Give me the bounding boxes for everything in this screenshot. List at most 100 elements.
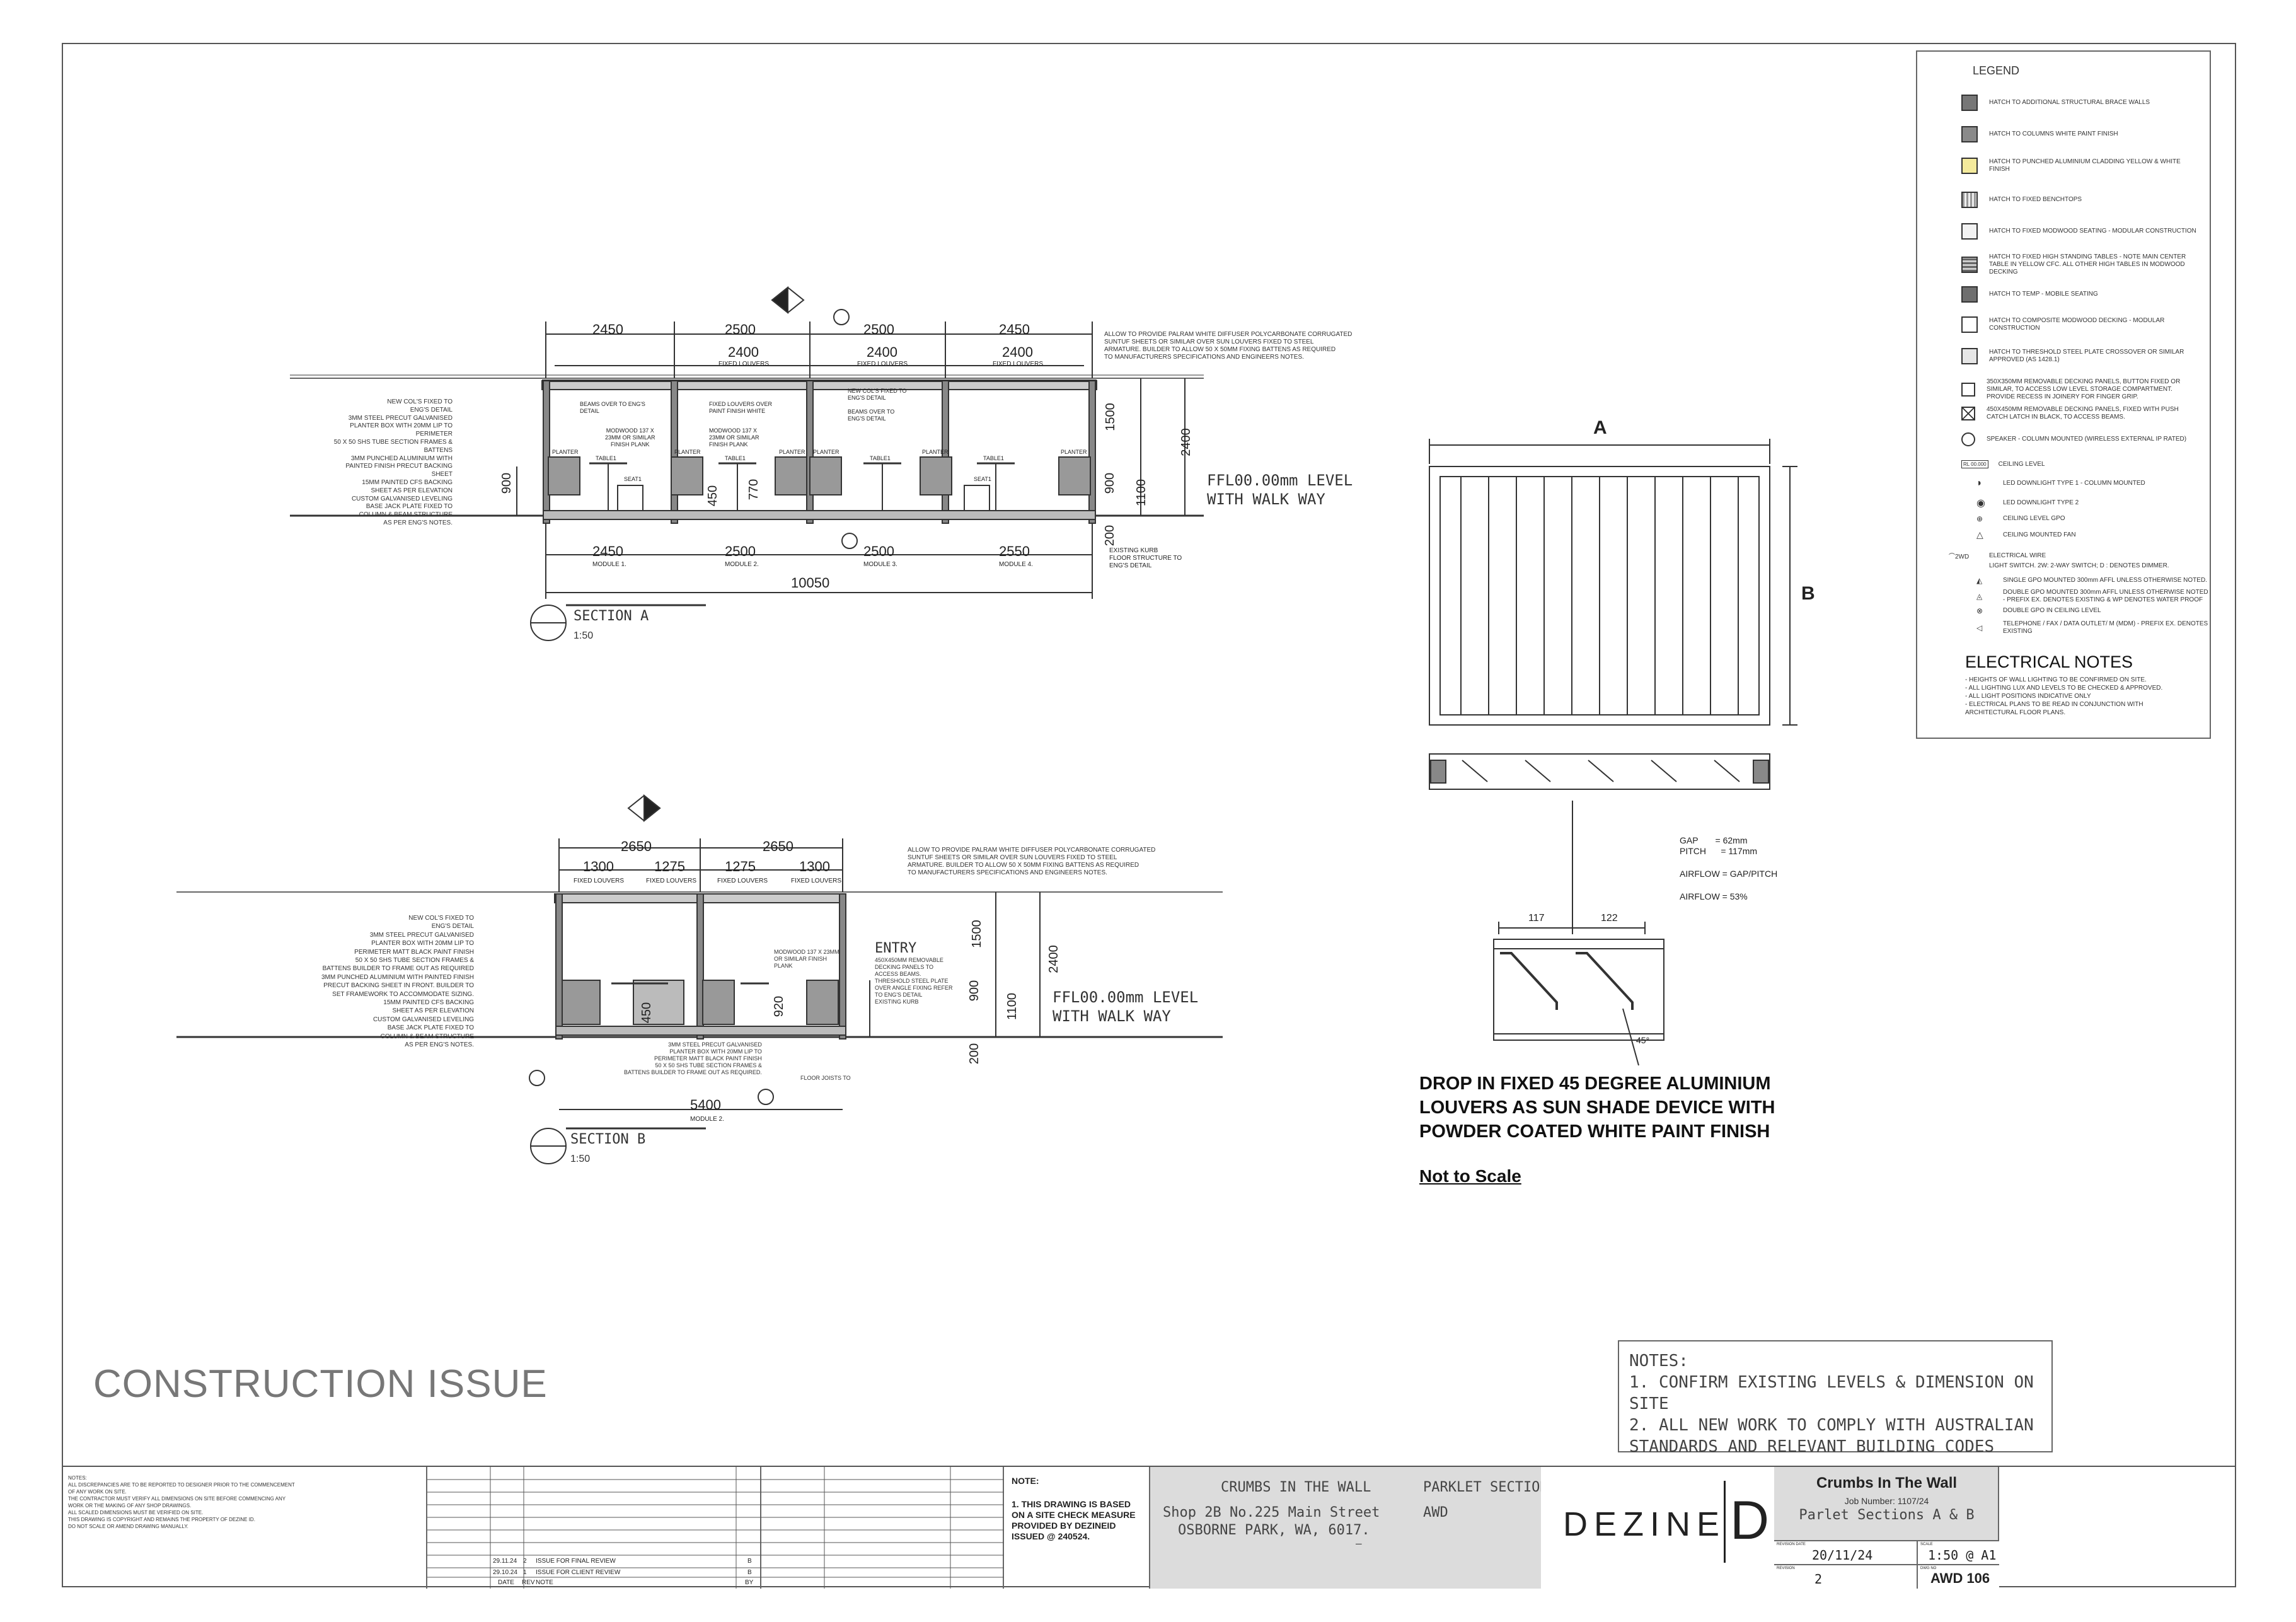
dwg-label: DWG NO xyxy=(1920,1567,1937,1570)
rev-value: 2 xyxy=(1814,1572,1823,1587)
section-a-planter-5: PLANTER xyxy=(922,449,949,455)
rev-header-note: NOTE xyxy=(536,1579,553,1586)
note-line: NOTES: xyxy=(68,1475,87,1481)
note-line: ENG'S DETAIL xyxy=(1109,562,1152,569)
double-gpo-icon: ◬ xyxy=(1976,592,1983,601)
section-b-louver-3: 1275 xyxy=(725,859,756,874)
legend-text: DOUBLE GPO IN CEILING LEVEL xyxy=(2003,607,2101,614)
construction-issue-stamp: CONSTRUCTION ISSUE xyxy=(93,1362,548,1406)
note-line: NEW COL'S FIXED TO xyxy=(848,388,907,394)
ceiling-gpo-icon: ⊕ xyxy=(1976,514,1983,523)
scale-cell: SCALE 1:50 @ A1 xyxy=(1918,1540,1999,1564)
note-line: 3MM STEEL PRECUT GALVANISED xyxy=(369,931,474,939)
note-line: PRECUT BACKING SHEET IN FRONT. BUILDER T… xyxy=(323,982,474,990)
section-a-table-2: TABLE1 xyxy=(725,455,746,461)
section-a-table-1: TABLE1 xyxy=(596,455,616,461)
note-line: PLANTER BOX WITH 20MM LIP TO xyxy=(669,1048,762,1055)
note-line: SHEET xyxy=(431,471,453,478)
blank-grid xyxy=(761,1467,1004,1589)
speaker-icon xyxy=(1961,432,1975,446)
note-line: BASE JACK PLATE FIXED TO xyxy=(387,1024,474,1032)
drawing-code: AWD xyxy=(1423,1505,1448,1521)
section-a-planter-3: PLANTER xyxy=(779,449,805,455)
note-line: THE CONTRACTOR MUST VERIFY ALL DIMENSION… xyxy=(68,1496,286,1509)
legend-item: 450X450MM REMOVABLE DECKING PANELS, FIXE… xyxy=(1961,406,2195,421)
note-line: PLANTER BOX WITH 20MM LIP TO xyxy=(350,422,453,430)
removable-panel-icon xyxy=(1961,383,1975,397)
revision-table: 29.11.24 2 ISSUE FOR FINAL REVIEW B 29.1… xyxy=(427,1467,761,1589)
legend-symbol: ⊕CEILING LEVEL GPO xyxy=(1976,514,2211,523)
note-line: 50 X 50 SHS TUBE SECTION FRAMES & xyxy=(333,438,453,446)
legend-swatch xyxy=(1961,126,1978,142)
note-line: PERIMETER xyxy=(415,431,453,438)
note-line: THRESHOLD STEEL PLATE xyxy=(875,978,949,984)
section-a-module-3: MODULE 3. xyxy=(863,561,897,568)
address-line-2: OSBORNE PARK, WA, 6017. xyxy=(1178,1522,1370,1538)
section-a-total: 10050 xyxy=(791,575,830,591)
section-a-dim-top-2: 2500 xyxy=(725,322,756,337)
note-line: ENG'S DETAIL xyxy=(848,415,886,422)
note-line: TO ENG'S DETAIL xyxy=(875,992,923,998)
legend-item: HATCH TO PUNCHED ALUMINIUM CLADDING YELL… xyxy=(1961,158,2197,174)
legend-swatch xyxy=(1961,95,1978,111)
scale-label: SCALE xyxy=(1920,1543,1933,1546)
louver-pitch: PITCH = 117mm xyxy=(1680,846,1758,856)
louver-angle: 45° xyxy=(1636,1035,1650,1045)
legend-swatch xyxy=(1961,192,1978,208)
note-body: 1. THIS DRAWING IS BASED ON A SITE CHECK… xyxy=(1012,1499,1136,1541)
note-line: BATTENS xyxy=(424,446,453,454)
note-line: SHEET AS PER ELEVATION xyxy=(392,1007,475,1015)
dwg-cell: DWG NO AWD 106 xyxy=(1918,1564,1999,1589)
section-a-dim-bottom-1: 2450 xyxy=(592,543,623,559)
date-label: REVISION DATE xyxy=(1777,1543,1806,1546)
section-b-louver-2: 1275 xyxy=(654,859,685,874)
note-line: 3MM STEEL PRECUT GALVANISED xyxy=(668,1041,762,1048)
louver-drop-text: DROP IN FIXED 45 DEGREE ALUMINIUM LOUVER… xyxy=(1419,1072,1823,1144)
legend-text: LED DOWNLIGHT TYPE 1 - COLUMN MOUNTED xyxy=(2003,480,2145,487)
legend-panel: LEGEND HATCH TO ADDITIONAL STRUCTURAL BR… xyxy=(1916,50,2211,739)
rev-header-date: DATE xyxy=(498,1579,514,1586)
section-b-floor-joists: FLOOR JOISTS TO xyxy=(800,1075,851,1081)
note-heading: NOTE: xyxy=(1012,1476,1039,1486)
rev-label: REVISION xyxy=(1777,1567,1795,1570)
section-b-title: SECTION B xyxy=(570,1132,646,1147)
note-line: - HEIGHTS OF WALL LIGHTING TO BE CONFIRM… xyxy=(1965,676,2147,683)
legend-text: 450X450MM REMOVABLE DECKING PANELS, FIXE… xyxy=(1987,406,2179,420)
section-a-planter-6: PLANTER xyxy=(1061,449,1087,455)
note-line: PLANK xyxy=(774,963,793,969)
section-a-table-3: TABLE1 xyxy=(870,455,891,461)
note-line: ARMATURE. BUILDER TO ALLOW 50 X 50MM FIX… xyxy=(908,862,1139,869)
not-to-scale: Not to Scale xyxy=(1419,1166,1521,1186)
legend-text: HATCH TO THRESHOLD STEEL PLATE CROSSOVER… xyxy=(1989,349,2184,363)
downlight-1-icon: ◗ xyxy=(1976,478,1983,489)
rev-row-2-note: ISSUE FOR CLIENT REVIEW xyxy=(536,1569,621,1576)
note-line: - ELECTRICAL PLANS TO BE READ IN CONJUNC… xyxy=(1965,701,2143,716)
legend-item: HATCH TO TEMP - MOBILE SEATING xyxy=(1961,286,2197,303)
section-a-louver-dim-3: 2400 xyxy=(1002,344,1033,360)
note-line: CUSTOM GALVANISED LEVELING xyxy=(351,495,453,502)
project-info: CRUMBS IN THE WALL Shop 2B No.225 Main S… xyxy=(1150,1467,1784,1589)
legend-item: 350X350MM REMOVABLE DECKING PANELS, BUTT… xyxy=(1961,378,2195,401)
rev-row-1-note: ISSUE FOR FINAL REVIEW xyxy=(536,1558,616,1565)
brand-name: DEZINE xyxy=(1563,1505,1726,1543)
telephone-data-icon: ◁ xyxy=(1976,623,1983,632)
legend-item: HATCH TO COMPOSITE MODWOOD DECKING - MOD… xyxy=(1961,316,2197,333)
electrical-notes-title: ELECTRICAL NOTES xyxy=(1965,652,2133,671)
note-line: COLUMN & BEAM STRUCTURE xyxy=(380,1033,474,1040)
note-line: NEW COL'S FIXED TO xyxy=(387,398,453,405)
note-line: PAINT FINISH WHITE xyxy=(709,408,766,414)
note-line: 50 X 50 SHS TUBE SECTION FRAMES & xyxy=(355,957,474,965)
legend-text: ELECTRICAL WIRE xyxy=(1989,552,2046,559)
section-b-louver-4: 1300 xyxy=(799,859,830,874)
note-line: FLOOR STRUCTURE TO xyxy=(1109,555,1182,562)
section-a-dim-top-4: 2450 xyxy=(999,322,1030,337)
note-line: DETAIL xyxy=(580,408,599,414)
wire-tag: 2WD xyxy=(1955,553,1970,560)
legend-text: HATCH TO FIXED HIGH STANDING TABLES - NO… xyxy=(1989,253,2186,275)
legend-text: CEILING LEVEL xyxy=(1998,460,2045,468)
single-gpo-icon: ◭ xyxy=(1976,576,1983,585)
downlight-2-icon: ◉ xyxy=(1976,498,1985,509)
